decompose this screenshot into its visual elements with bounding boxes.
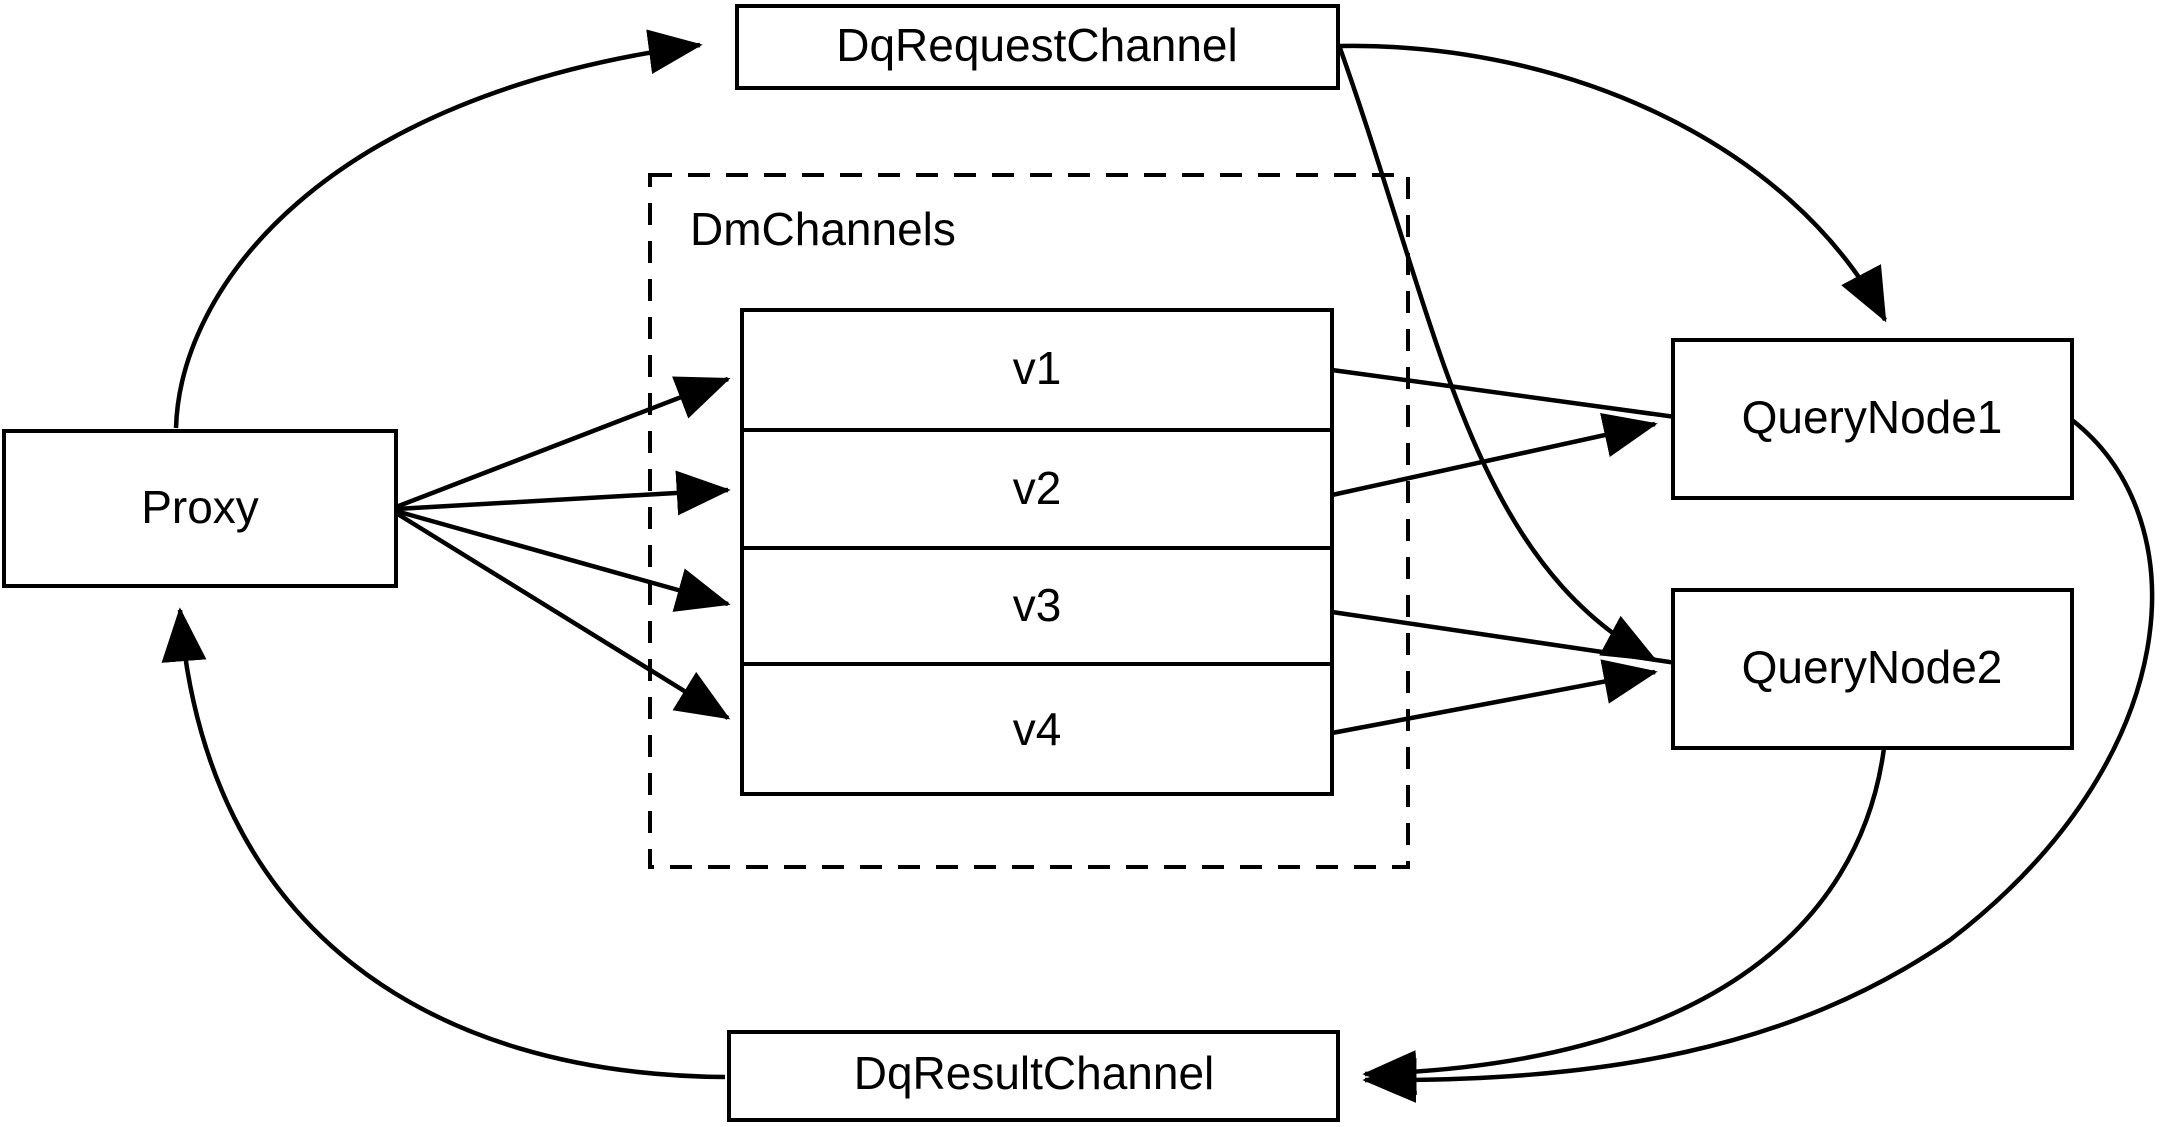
dmchannel-label-v4: v4 [1013, 703, 1062, 755]
edge-v1-to-querynode1 [1331, 367, 1691, 422]
dmchannels-group-label: DmChannels [690, 203, 956, 255]
node-dqresultchannel-box[interactable] [727, 1030, 1340, 1122]
dmchannel-label-v2: v2 [1013, 462, 1062, 514]
dmchannel-label-v3: v3 [1013, 579, 1062, 631]
edge-dqrequestchannel-to-querynode2 [1337, 47, 1658, 662]
edge-dqrequestchannel-to-querynode1 [1339, 43, 1887, 323]
edge-querynode1-to-dqresultchannel [1362, 418, 2155, 1103]
node-proxy-box[interactable] [2, 429, 398, 588]
edge-dqresultchannel-to-proxy [161, 607, 726, 1080]
node-querynode1-box[interactable] [1671, 338, 2074, 500]
node-querynode2-label: QueryNode2 [1742, 641, 2003, 693]
edge-proxy-to-v4 [394, 511, 731, 720]
edge-proxy-to-dqrequestchannel [173, 29, 703, 429]
dmchannel-label-v1: v1 [1013, 342, 1062, 394]
node-querynode1-label: QueryNode1 [1742, 391, 2003, 443]
node-dqrequestchannel-box[interactable] [735, 4, 1340, 90]
edge-proxy-to-v3 [395, 508, 731, 612]
dmchannel-stack-box [740, 308, 1334, 796]
node-dqresultchannel-label: DqResultChannel [854, 1047, 1215, 1099]
edge-v2-to-querynode1 [1331, 413, 1658, 498]
edge-v4-to-querynode2 [1331, 659, 1658, 736]
edge-proxy-to-v2 [395, 470, 731, 516]
node-proxy-label: Proxy [141, 481, 259, 533]
edge-proxy-to-v1 [395, 376, 731, 510]
dmchannels-group-box [648, 173, 1410, 869]
edge-querynode2-to-dqresultchannel [1362, 747, 1887, 1096]
edge-v3-to-querynode2 [1331, 609, 1691, 668]
node-dqrequestchannel-label: DqRequestChannel [836, 19, 1238, 71]
node-querynode2-box[interactable] [1671, 588, 2074, 750]
